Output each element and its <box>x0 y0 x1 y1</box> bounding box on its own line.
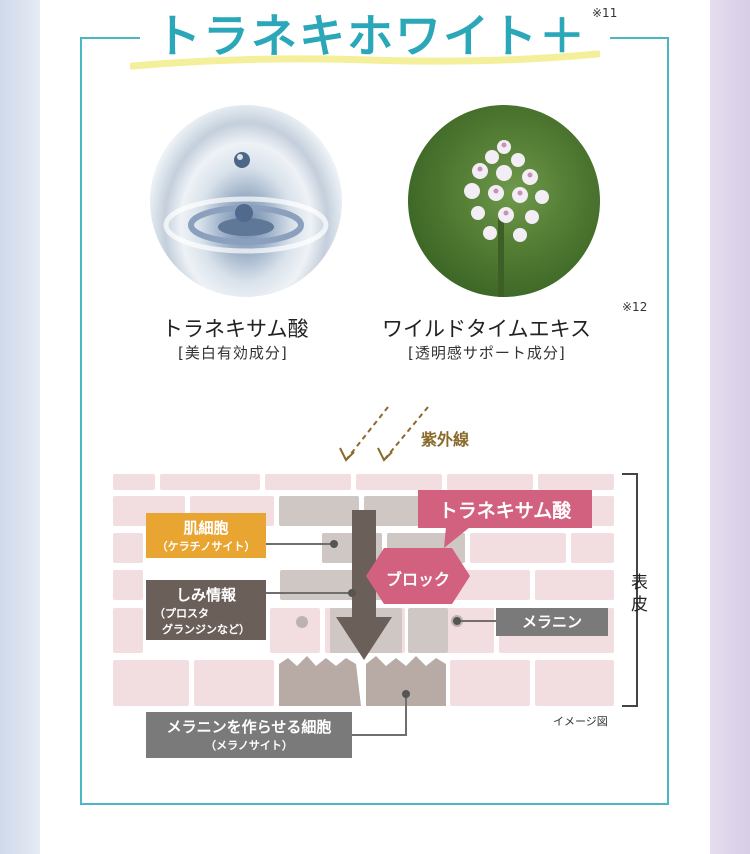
signal-sub-1: （プロスタ <box>154 607 209 620</box>
epidermis-bracket <box>622 473 638 707</box>
ingredient-sub-tranexamic-acid: [美白有効成分] <box>178 344 288 362</box>
image-note: イメージ図 <box>553 715 608 728</box>
melanocyte-sub: （メラノサイト） <box>205 739 293 752</box>
block-label: ブロック <box>385 570 450 589</box>
melanocytes <box>279 656 446 706</box>
content-panel <box>40 0 710 854</box>
keratinocyte-sub: （ケラチノサイト） <box>156 540 256 553</box>
wild-thyme-illustration <box>464 140 549 297</box>
epidermis-label-2: 皮 <box>631 595 648 615</box>
uv-rays <box>345 406 429 461</box>
uv-label: 紫外線 <box>421 430 470 449</box>
signal-label: しみ情報 <box>175 586 236 604</box>
wild-thyme-image <box>408 105 600 297</box>
epidermis-label-1: 表 <box>631 573 648 593</box>
melanin-label: メラニン <box>496 608 608 636</box>
signal-arrow <box>336 617 392 660</box>
signal-sub-2: グランジンなど） <box>162 623 250 636</box>
title-highlight-stroke <box>130 50 600 70</box>
keratinocyte-box: 肌細胞 （ケラチノサイト） <box>146 513 266 558</box>
melanocyte-label: メラニンを作らせる細胞 <box>166 718 332 736</box>
product-title: トラネキホワイト＋ <box>155 9 587 63</box>
ingredient-name-wild-thyme: ワイルドタイムエキス <box>382 317 591 341</box>
keratinocyte-label: 肌細胞 <box>183 519 229 537</box>
water-drop-illustration <box>163 152 329 254</box>
block-tag <box>366 548 470 604</box>
signal-box: しみ情報 （プロスタ グランジンなど） <box>146 580 266 640</box>
ingredient-sub-wild-thyme: [透明感サポート成分] <box>408 344 566 362</box>
water-drop-image <box>150 105 342 297</box>
tranexamic-callout-label: トラネキサム酸 <box>438 500 572 522</box>
melanocyte-box: メラニンを作らせる細胞 （メラノサイト） <box>146 712 352 758</box>
title-footnote-mark: ※11 <box>592 6 618 20</box>
ingredient-footnote-mark: ※12 <box>622 300 648 314</box>
ingredient-name-tranexamic-acid: トラネキサム酸 <box>162 317 309 341</box>
